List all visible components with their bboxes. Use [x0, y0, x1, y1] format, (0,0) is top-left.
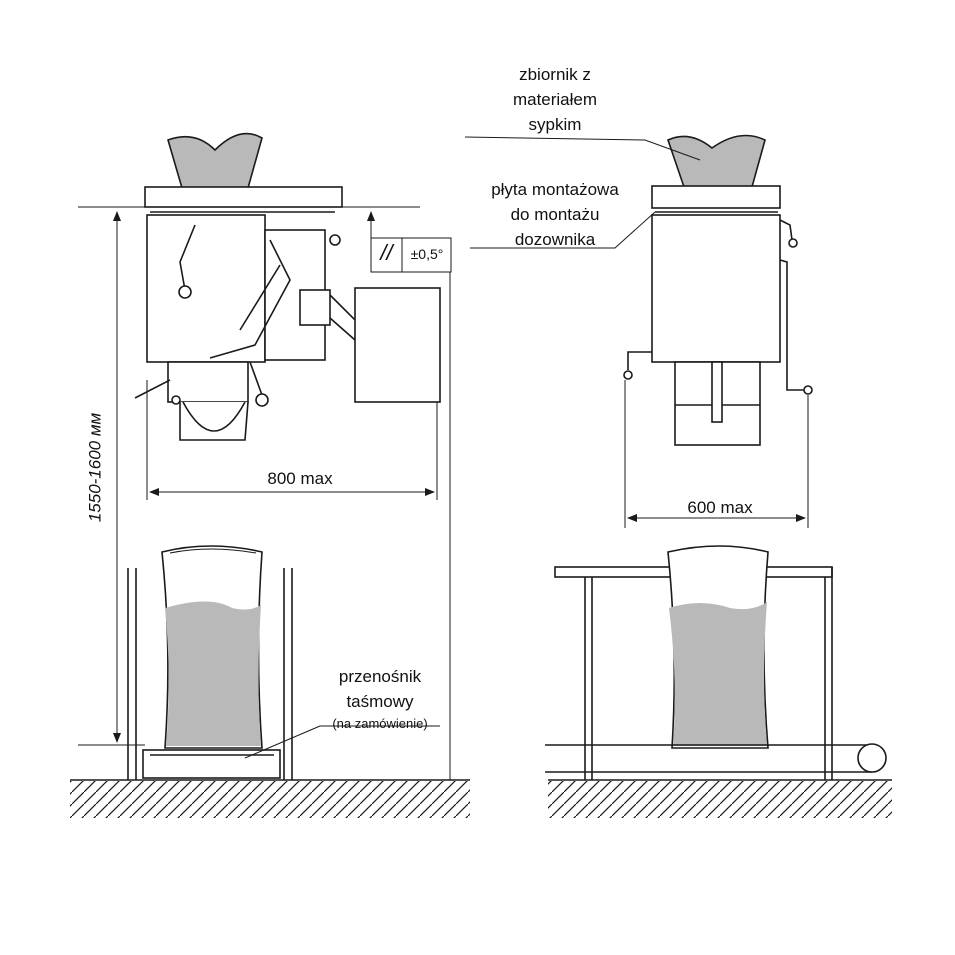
mounting-plate-label: płyta montażowa do montażu dozownika	[460, 177, 650, 252]
conveyor-label: przenośnik taśmowy	[320, 664, 440, 714]
conveyor-label-line: przenośnik	[338, 667, 422, 686]
parallelism-symbol: //	[380, 240, 393, 265]
side-view	[464, 134, 892, 818]
conveyor-side	[545, 744, 872, 773]
doser-body-front	[146, 214, 266, 363]
hopper-label: zbiornik z materiałem sypkim	[470, 62, 640, 137]
conveyor-label-line: taśmowy	[346, 692, 414, 711]
mounting-plate-side	[651, 185, 781, 209]
width-front-dimension: 800 max	[267, 469, 333, 488]
tolerance-frame	[370, 237, 452, 273]
mounting-plate-front	[144, 186, 343, 208]
front-view	[70, 132, 470, 818]
hopper-front	[167, 132, 263, 189]
ground-front	[70, 781, 470, 818]
conveyor-note: (na zamówienie)	[332, 716, 428, 731]
ground-side	[548, 781, 892, 818]
hopper-label-line: sypkim	[528, 115, 582, 134]
mounting-plate-label-line: do montażu	[510, 205, 600, 224]
mounting-plate-label-line: płyta montażowa	[491, 180, 619, 199]
width-side-dimension: 600 max	[687, 498, 753, 517]
tolerance-value: ±0,5°	[410, 246, 444, 262]
hopper-side	[667, 134, 766, 188]
mounting-plate-label-line: dozownika	[514, 230, 596, 249]
conveyor-roller	[857, 743, 887, 773]
hopper-label-line: materiałem	[512, 90, 598, 109]
controller-box	[354, 287, 441, 403]
hopper-label-line: zbiornik z	[519, 65, 591, 84]
height-dimension: 1550-1600 мм	[85, 412, 105, 523]
doser-body-side	[651, 214, 781, 363]
